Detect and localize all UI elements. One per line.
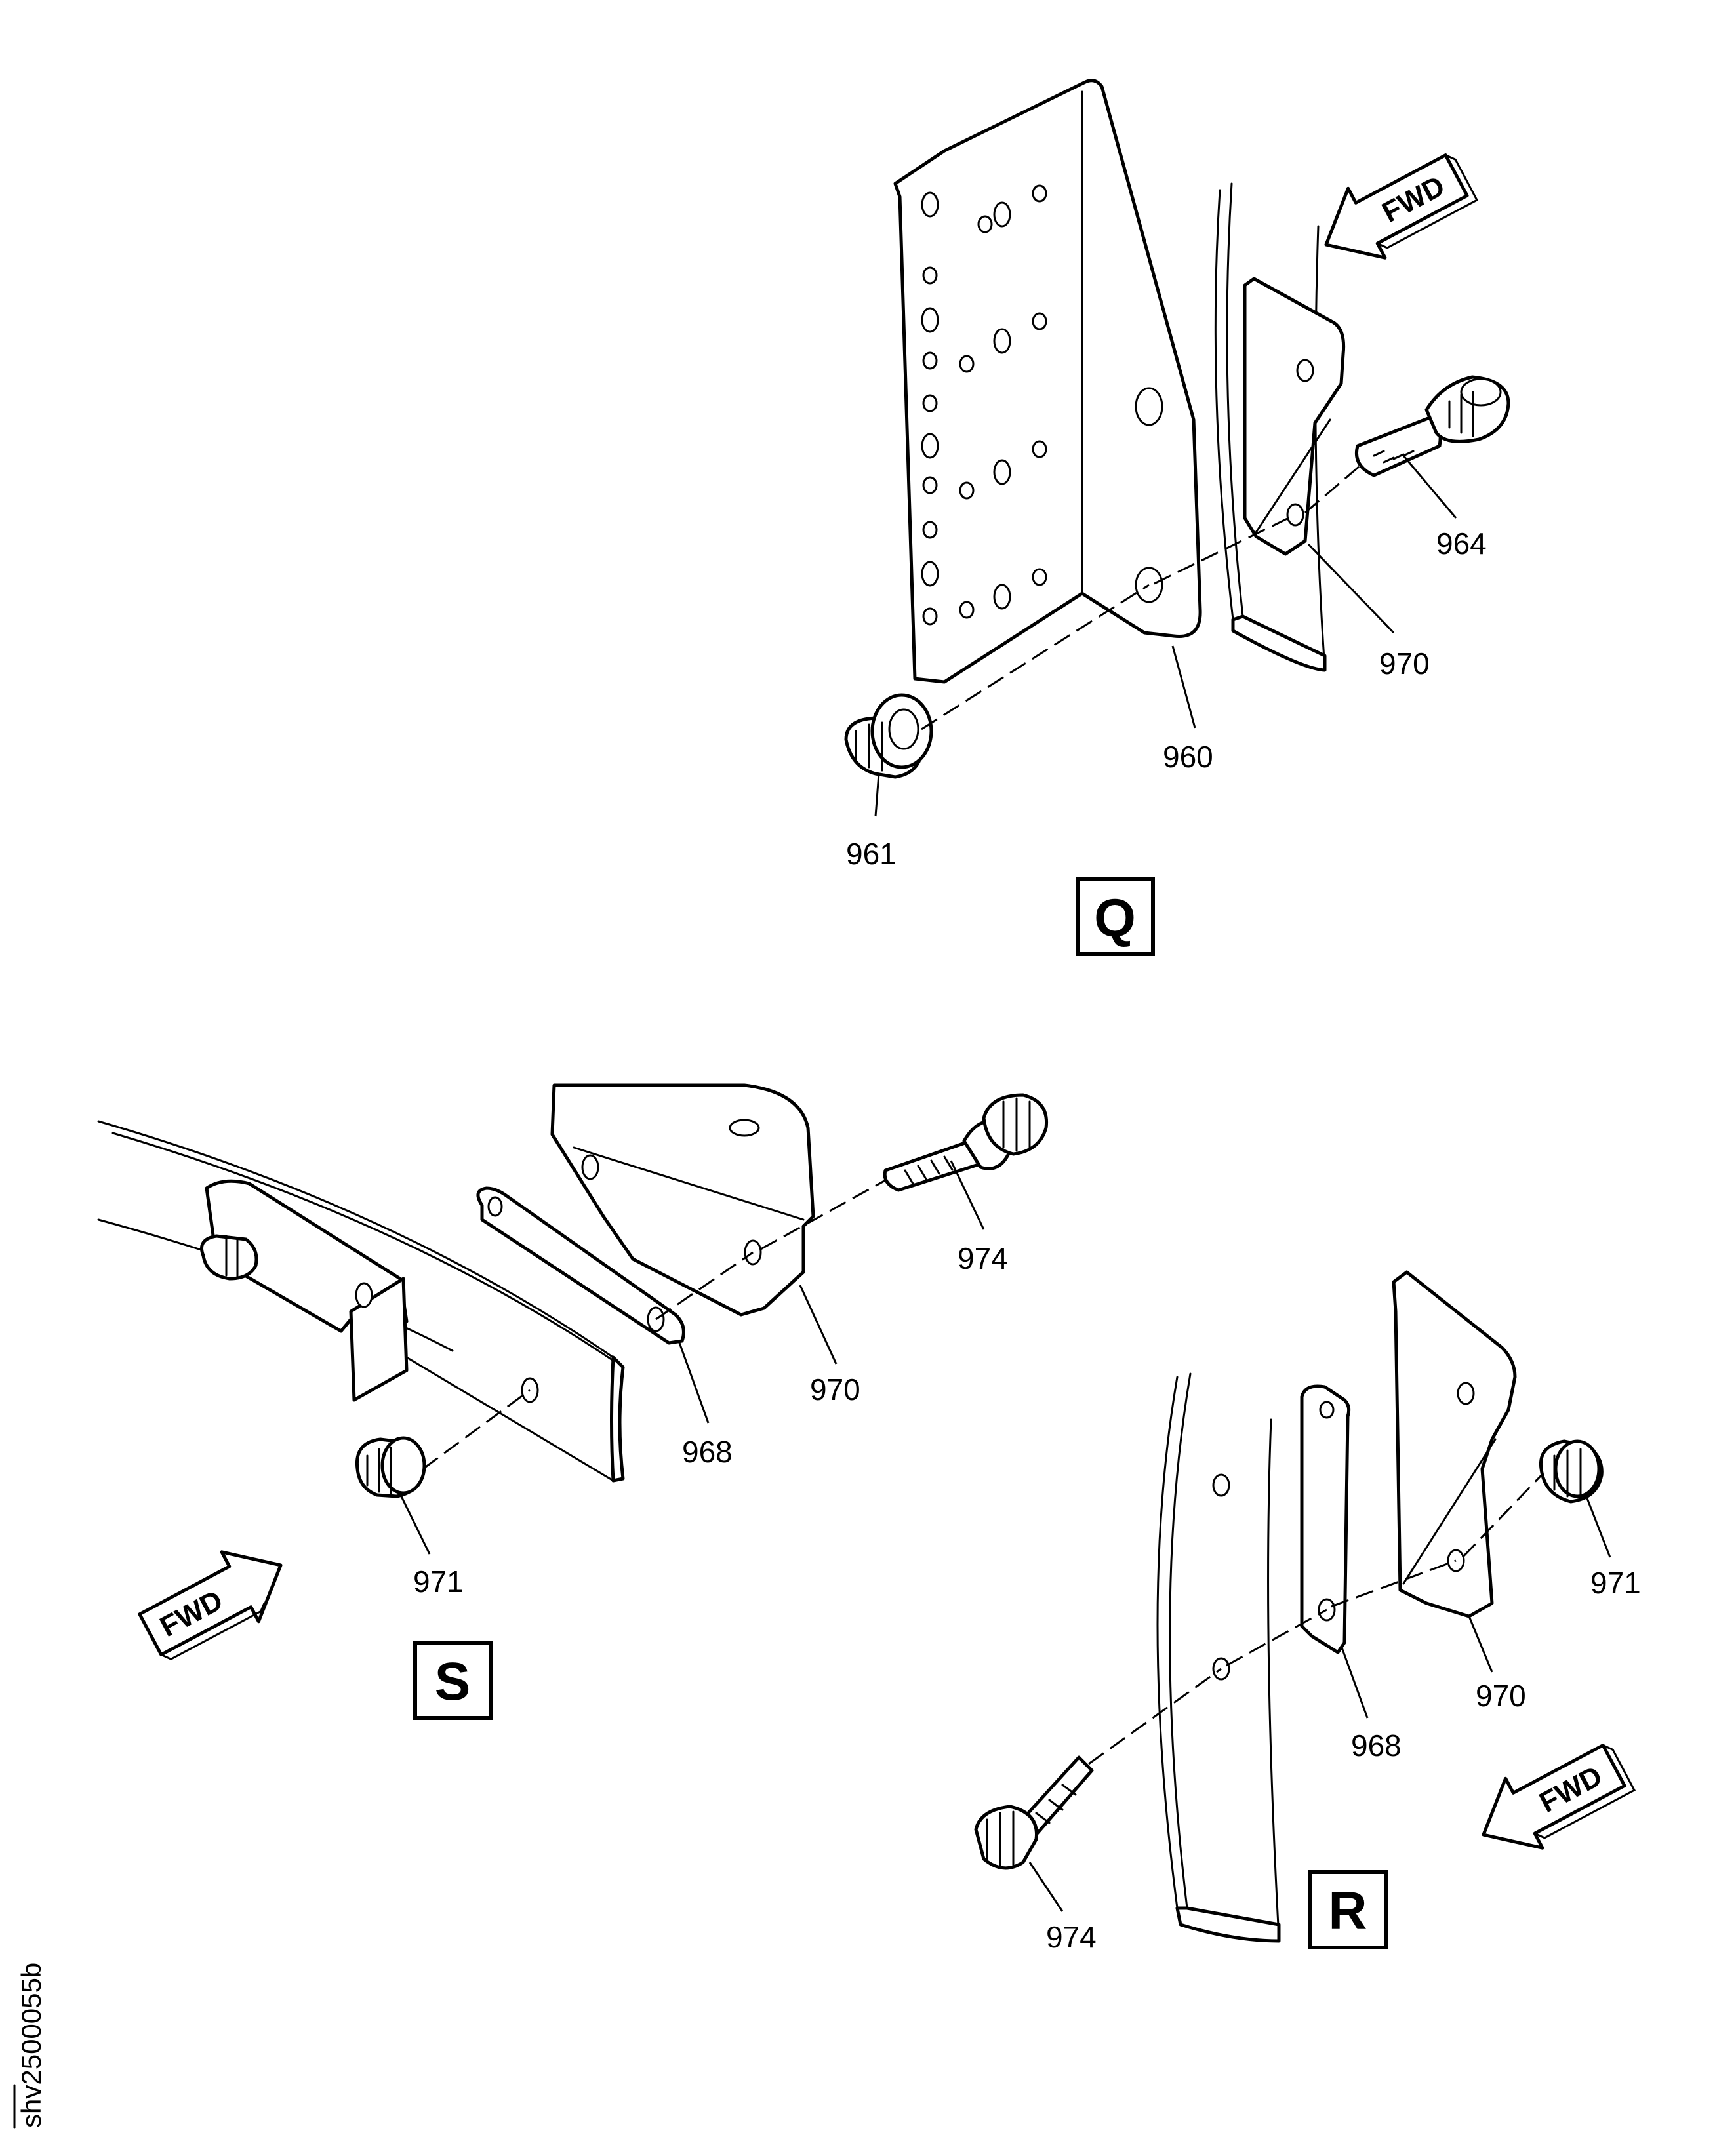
leader-r-970 bbox=[1468, 1616, 1493, 1673]
view-label-r: R bbox=[1308, 1870, 1388, 1949]
leader-q-961 bbox=[874, 773, 880, 817]
bolt-964 bbox=[1355, 375, 1510, 477]
centerline-q-1 bbox=[921, 584, 1150, 730]
leader-r-971 bbox=[1586, 1498, 1611, 1558]
centerline-r-1 bbox=[1088, 1668, 1222, 1765]
callout-q-964: 964 bbox=[1436, 527, 1487, 561]
leader-q-970 bbox=[1307, 543, 1395, 634]
shim-968-s bbox=[476, 1186, 685, 1345]
centerline-q-3 bbox=[1304, 461, 1365, 514]
view-label-q: Q bbox=[1076, 877, 1155, 956]
callout-q-970: 970 bbox=[1379, 647, 1430, 681]
callout-s-974: 974 bbox=[958, 1241, 1008, 1275]
callout-q-960: 960 bbox=[1163, 740, 1213, 774]
figure-reference-code: shv2500055b bbox=[16, 1963, 47, 2128]
fwd-arrow-s: FWD bbox=[138, 1550, 283, 1660]
callout-s-970: 970 bbox=[810, 1372, 860, 1407]
view-letter-r: R bbox=[1328, 1881, 1367, 1941]
view-r: 971 970 968 974 FWD R bbox=[974, 1270, 1641, 1954]
leader-s-968 bbox=[677, 1340, 710, 1424]
leader-r-974 bbox=[1028, 1862, 1064, 1912]
fwd-arrow-q: FWD bbox=[1324, 153, 1479, 260]
callout-r-968: 968 bbox=[1351, 1728, 1402, 1763]
plate-960 bbox=[893, 79, 1202, 684]
nut-971-r bbox=[1539, 1439, 1604, 1504]
nut-971-s bbox=[355, 1436, 426, 1498]
bolt-974-s bbox=[883, 1093, 1049, 1192]
frame-curved-r bbox=[1156, 1372, 1281, 1943]
fwd-arrow-r: FWD bbox=[1482, 1744, 1636, 1850]
bracket-970-q bbox=[1243, 277, 1346, 556]
bracket-970-s bbox=[550, 1083, 815, 1317]
centerline-s-1 bbox=[422, 1389, 531, 1470]
frame-curved-s bbox=[97, 1120, 625, 1483]
shim-968-r bbox=[1300, 1384, 1351, 1654]
callout-s-968: 968 bbox=[682, 1435, 733, 1469]
clip-nut-s bbox=[200, 1234, 258, 1281]
view-label-s: S bbox=[413, 1641, 493, 1720]
centerline-r-3 bbox=[1331, 1559, 1457, 1608]
leader-s-970 bbox=[799, 1285, 838, 1365]
callout-q-961: 961 bbox=[846, 837, 897, 871]
callout-s-971: 971 bbox=[413, 1565, 464, 1599]
callout-r-971: 971 bbox=[1590, 1566, 1641, 1600]
leader-r-968 bbox=[1340, 1645, 1369, 1719]
callout-r-974: 974 bbox=[1046, 1920, 1097, 1954]
view-letter-q: Q bbox=[1094, 889, 1136, 948]
view-q: 964 970 960 961 FWD Q bbox=[844, 79, 1510, 956]
centerline-s-2 bbox=[655, 1251, 754, 1321]
nut-961 bbox=[844, 693, 933, 779]
leader-q-960 bbox=[1171, 645, 1196, 729]
view-s: 974 970 968 971 FWD S bbox=[97, 1083, 1049, 1720]
view-letter-s: S bbox=[435, 1652, 471, 1711]
leader-s-971 bbox=[399, 1493, 431, 1555]
centerline-r-2 bbox=[1226, 1608, 1327, 1667]
centerline-r-4 bbox=[1461, 1474, 1543, 1559]
callout-r-970: 970 bbox=[1476, 1679, 1526, 1713]
bracket-970-r bbox=[1392, 1270, 1517, 1618]
bolt-974-r bbox=[974, 1755, 1094, 1870]
figure-reference: shv2500055b bbox=[13, 1963, 47, 2129]
frame-clip-s bbox=[205, 1179, 539, 1403]
leader-q-964 bbox=[1402, 455, 1457, 519]
frame-strip-q bbox=[1214, 182, 1327, 672]
leader-s-974 bbox=[950, 1160, 985, 1230]
centerline-s-3 bbox=[760, 1179, 886, 1250]
